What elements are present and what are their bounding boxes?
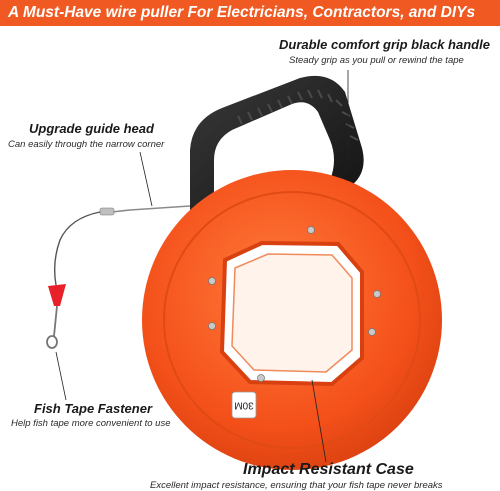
reel-case: 30M (142, 170, 442, 470)
guide-head-tip (48, 284, 66, 306)
case-callout: Impact Resistant Case Excellent impact r… (150, 461, 443, 491)
grip-handle (190, 75, 364, 215)
reel-label-sticker (231, 391, 257, 419)
guide-head-coupler (99, 207, 115, 216)
banner-title: A Must-Have wire puller For Electricians… (8, 4, 476, 21)
fastener-heading: Fish Tape Fastener (34, 401, 152, 416)
title-banner: A Must-Have wire puller For Electricians… (0, 0, 500, 26)
handle-detail: Steady grip as you pull or rewind the ta… (289, 55, 464, 66)
callout-lines (55, 70, 349, 463)
handle-callout: Durable comfort grip black handle Steady… (279, 37, 490, 67)
fish-tape-wire (46, 205, 191, 349)
handle-heading: Durable comfort grip black handle (279, 37, 490, 52)
guide-head-callout: Upgrade guide head Can easily through th… (8, 121, 164, 151)
case-detail: Excellent impact resistance, ensuring th… (150, 480, 443, 491)
fastener-callout: Fish Tape Fastener Help fish tape more c… (11, 401, 170, 430)
guide-head-heading: Upgrade guide head (29, 121, 154, 136)
fastener-detail: Help fish tape more convenient to use (11, 418, 171, 429)
guide-head-detail: Can easily through the narrow corner (8, 139, 165, 150)
reel-length-label: 30M (234, 399, 253, 410)
case-heading: Impact Resistant Case (243, 461, 414, 478)
fastener-eyelet (46, 335, 58, 349)
